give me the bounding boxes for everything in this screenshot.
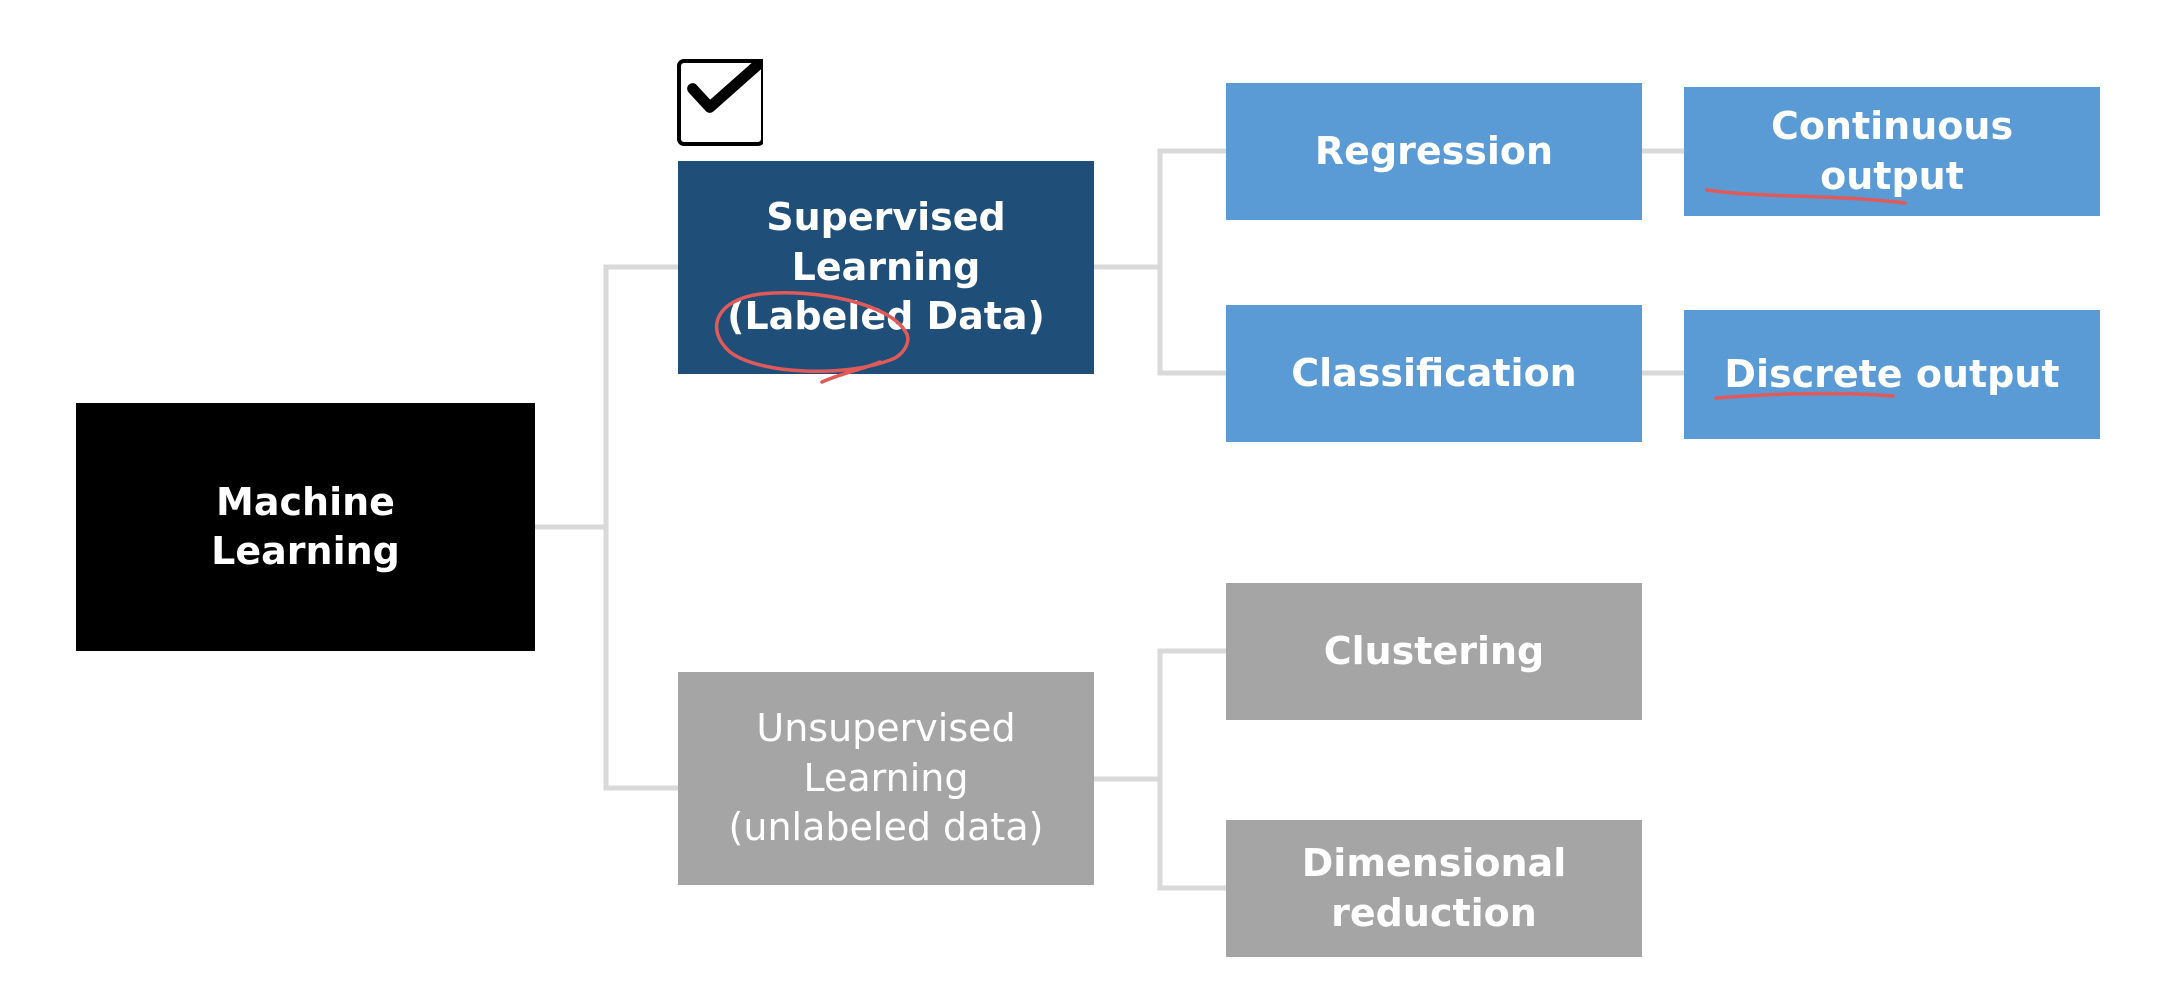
node-supervised-learning: Supervised Learning (Labeled Data) (678, 161, 1094, 374)
node-unsupervised-learning-label: Unsupervised Learning (unlabeled data) (728, 706, 1044, 850)
node-discrete-output: Discrete output (1684, 310, 2100, 439)
node-continuous-output: Continuous output (1684, 87, 2100, 216)
node-machine-learning: Machine Learning (76, 403, 535, 651)
checked-checkbox-icon (677, 59, 763, 146)
node-machine-learning-label: Machine Learning (211, 479, 400, 573)
node-discrete-output-label: Discrete output (1724, 351, 2060, 396)
node-regression: Regression (1226, 83, 1642, 220)
node-clustering: Clustering (1226, 583, 1642, 720)
node-dimensional-reduction-label: Dimensional reduction (1301, 841, 1567, 935)
node-dimensional-reduction: Dimensional reduction (1226, 820, 1642, 957)
node-classification: Classification (1226, 305, 1642, 442)
connector-supervised-branches (1157, 148, 1226, 376)
node-clustering-label: Clustering (1323, 628, 1545, 673)
node-continuous-output-label: Continuous output (1770, 104, 2014, 198)
connector-unsupervised-branches (1157, 648, 1226, 891)
node-supervised-learning-label: Supervised Learning (Labeled Data) (727, 195, 1045, 339)
node-regression-label: Regression (1314, 128, 1554, 173)
node-classification-label: Classification (1291, 350, 1577, 395)
node-unsupervised-learning: Unsupervised Learning (unlabeled data) (678, 672, 1094, 885)
connector-root-branches (603, 264, 678, 791)
